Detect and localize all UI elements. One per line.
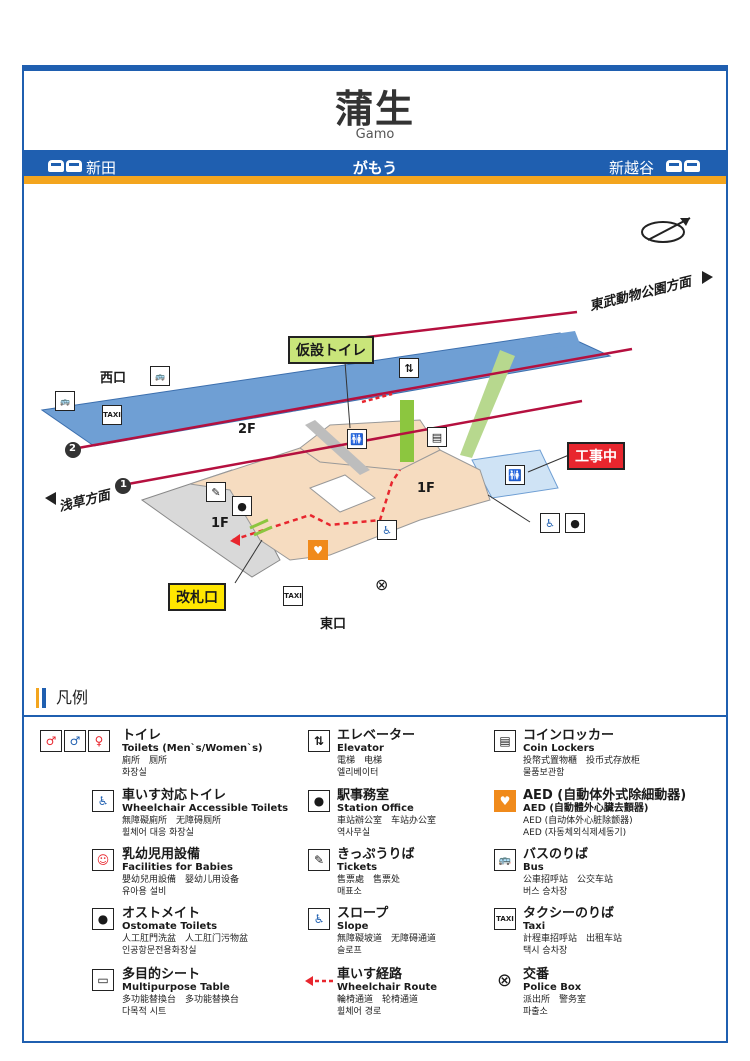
wheelchair-route-icon (305, 976, 335, 986)
aed-icon: ♥ (494, 790, 516, 812)
floor-2f-label: 2F (238, 422, 256, 437)
train-icon (48, 160, 64, 172)
coin-locker-icon: ▤ (494, 730, 516, 752)
tickets-icon: ✎ (206, 482, 226, 502)
slope-icon: ♿ (308, 908, 330, 930)
station-office-icon: ● (232, 496, 252, 516)
track-number-2: 2 (69, 443, 76, 454)
coin-locker-icon: ▤ (427, 427, 447, 447)
toilet-men-icon: ♂ (64, 730, 86, 752)
station-name-kana: がもう (352, 159, 398, 177)
track-number-1: 1 (120, 479, 127, 490)
track-line-2 (77, 347, 633, 450)
station-name-ja: 蒲生 (334, 87, 415, 131)
multipurpose-table-icon: ▭ (92, 969, 114, 991)
police-box-icon: ⊗ (497, 970, 513, 991)
legend-title: 凡例 (35, 688, 88, 708)
ostomate-icon: ● (92, 908, 114, 930)
taxi-icon: TAXI (283, 586, 303, 606)
floor-1f-label: 1F (417, 481, 435, 496)
train-icon (666, 160, 682, 172)
bus-icon: 🚌 (150, 366, 170, 386)
aed-icon: ♥ (308, 540, 328, 560)
legend-item: AED (自動体外式除細動器)AED (自動體外心臟去顫器) AED (自动体外… (523, 788, 687, 838)
elevator-icon: ⇅ (399, 358, 419, 378)
train-icon (66, 160, 82, 172)
bus-icon: 🚌 (494, 849, 516, 871)
ostomate-icon: ● (565, 513, 585, 533)
station-office-icon: ● (308, 790, 330, 812)
station-map (40, 217, 713, 584)
slope-icon: ♿ (377, 520, 397, 540)
compass-north-icon (641, 217, 691, 243)
toilet-icon: ♂ (40, 730, 62, 752)
elevator-icon: ⇅ (308, 730, 330, 752)
under-construction-tag: 工事中 (567, 442, 625, 470)
temporary-toilet-tag: 仮設トイレ (288, 336, 374, 364)
prev-station-label: 新田 (86, 159, 117, 177)
toilet-icon: 🚻 (505, 465, 525, 485)
bus-icon: 🚌 (55, 391, 75, 411)
toilet-women-icon: ♀ (88, 730, 110, 752)
map-frame (22, 65, 728, 1043)
west-exit-label: 西口 (100, 371, 127, 386)
line-bar-stripe (24, 176, 726, 184)
station-name-en: Gamo (355, 127, 395, 142)
ticket-gate-tag: 改札口 (168, 583, 226, 611)
taxi-icon: TAXI (494, 908, 516, 930)
police-box-icon: ⊗ (375, 575, 389, 594)
toilet-icon: 🚻 (347, 429, 367, 449)
floor-1f-label: 1F (211, 516, 229, 531)
taxi-icon: TAXI (102, 405, 122, 425)
tickets-icon: ✎ (308, 849, 330, 871)
east-exit-label: 東口 (320, 617, 347, 632)
train-icon (684, 160, 700, 172)
baby-facilities-icon: ☺ (92, 849, 114, 871)
legend-divider (24, 715, 726, 717)
next-station-label: 新越谷 (609, 159, 655, 177)
wheelchair-toilet-icon: ♿ (540, 513, 560, 533)
wheelchair-toilet-icon: ♿ (92, 790, 114, 812)
